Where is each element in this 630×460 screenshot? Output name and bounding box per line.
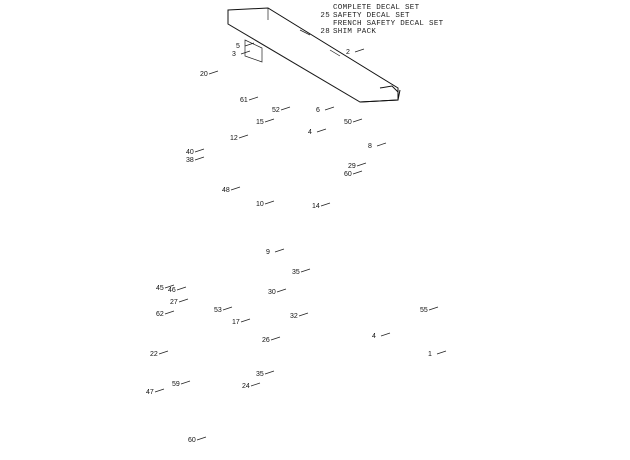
part-callout-number: 62 — [156, 311, 164, 318]
leader-line — [196, 436, 207, 441]
leader-line — [300, 268, 311, 273]
part-callout-number: 6 — [316, 107, 320, 114]
leader-line — [164, 310, 175, 315]
leader-line — [264, 370, 275, 375]
leader-line — [176, 286, 187, 291]
part-callout-number: 47 — [146, 389, 154, 396]
leader-line — [280, 106, 291, 111]
part-callout-number: 1 — [428, 351, 432, 358]
legend-row: COMPLETE DECAL SET — [333, 4, 420, 12]
part-callout-number: 9 — [266, 249, 270, 256]
legend-row: FRENCH SAFETY DECAL SET — [333, 20, 444, 28]
part-callout-number: 32 — [290, 313, 298, 320]
leader-line — [164, 284, 175, 289]
leader-line — [180, 380, 191, 385]
leader-line — [436, 350, 447, 355]
leader-line — [274, 248, 285, 253]
leader-line — [194, 156, 205, 161]
part-callout-number: 38 — [186, 157, 194, 164]
part-callout-number: 35 — [256, 371, 264, 378]
leader-line — [316, 128, 327, 133]
part-callout-number: 50 — [344, 119, 352, 126]
leader-line — [324, 106, 335, 111]
leader-line — [356, 162, 367, 167]
leader-line — [264, 118, 275, 123]
leader-line — [298, 312, 309, 317]
leader-line — [276, 288, 287, 293]
part-callout-number: 52 — [272, 107, 280, 114]
leader-line — [352, 118, 363, 123]
part-callout-number: 2 — [346, 49, 350, 56]
part-callout-number: 26 — [262, 337, 270, 344]
part-callout-number: 29 — [348, 163, 356, 170]
part-callout-number: 48 — [222, 187, 230, 194]
part-callout-number: 5 — [236, 43, 240, 50]
part-callout-number: 46 — [168, 287, 176, 294]
leader-line — [320, 202, 331, 207]
leader-line — [270, 336, 281, 341]
leader-line — [380, 332, 391, 337]
part-callout-number: 30 — [268, 289, 276, 296]
part-callout-number: 40 — [186, 149, 194, 156]
leader-line — [230, 186, 241, 191]
leader-line — [248, 96, 259, 101]
part-callout-number: 60 — [188, 437, 196, 444]
leader-line — [222, 306, 233, 311]
part-callout-number: 59 — [172, 381, 180, 388]
part-callout-number: 15 — [256, 119, 264, 126]
part-callout-number: 45 — [156, 285, 164, 292]
leader-line — [376, 142, 387, 147]
leader-line — [238, 134, 249, 139]
part-callout-number: 53 — [214, 307, 222, 314]
part-callout-number: 60 — [344, 171, 352, 178]
part-callout-number: 12 — [230, 135, 238, 142]
part-callout-number: 4 — [308, 129, 312, 136]
part-callout-number: 55 — [420, 307, 428, 314]
part-callout-number: 10 — [256, 201, 264, 208]
part-callout-number: 22 — [150, 351, 158, 358]
part-callout-number: 3 — [232, 51, 236, 58]
leader-line — [240, 318, 251, 323]
part-callout-number: 61 — [240, 97, 248, 104]
leader-line — [264, 200, 275, 205]
leader-line — [250, 382, 261, 387]
part-callout-number: 24 — [242, 383, 250, 390]
part-callout-number: 35 — [292, 269, 300, 276]
leader-line — [178, 298, 189, 303]
leader-line — [194, 148, 205, 153]
main-frame-beam — [227, 7, 401, 103]
leader-line — [158, 350, 169, 355]
leader-line — [428, 306, 439, 311]
part-callout-number: 20 — [200, 71, 208, 78]
part-callout-number: 27 — [170, 299, 178, 306]
leader-line — [208, 70, 219, 75]
leader-line — [352, 170, 363, 175]
part-callout-number: 4 — [372, 333, 376, 340]
part-callout-number: 8 — [368, 143, 372, 150]
part-callout-number: 17 — [232, 319, 240, 326]
leader-line — [240, 50, 251, 55]
part-callout-number: 14 — [312, 203, 320, 210]
leader-line — [354, 48, 365, 53]
leader-line — [154, 388, 165, 393]
leader-line — [244, 42, 255, 47]
